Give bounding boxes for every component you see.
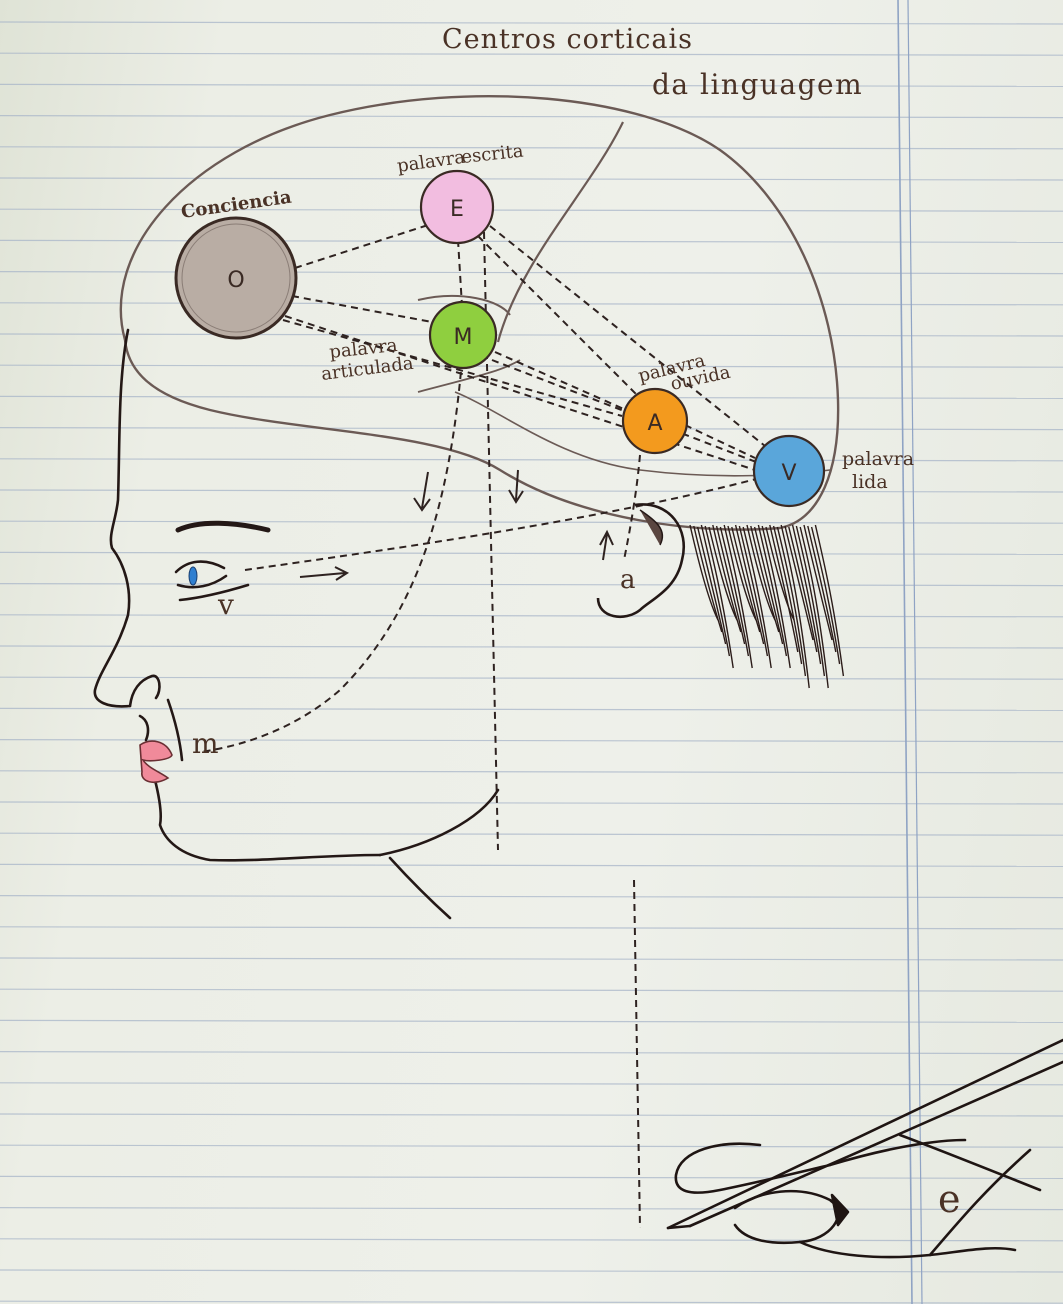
pathway-hand-vertical — [634, 880, 640, 1228]
ruled-line — [0, 209, 1063, 211]
lips — [140, 741, 172, 782]
center-v-caption-l1: palavra — [842, 448, 914, 470]
hair-strand — [815, 525, 843, 676]
center-m-letter: M — [454, 325, 473, 350]
ruled-line — [0, 428, 1063, 430]
label-eye-v: v — [217, 588, 234, 621]
hair-strands — [690, 525, 843, 688]
neck-line — [390, 858, 450, 918]
label-mouth-m: m — [192, 727, 219, 760]
nose-outline — [130, 676, 159, 706]
ruled-line — [0, 147, 1063, 149]
pathway-o-e — [295, 225, 428, 268]
ruled-line — [0, 958, 1063, 960]
ruled-line — [0, 833, 1063, 835]
ruled-line — [0, 989, 1063, 991]
eye-outline-lower — [178, 576, 226, 587]
pathway-e-a — [478, 236, 638, 396]
direction-arrows — [300, 470, 613, 580]
ruled-line — [0, 864, 1063, 866]
eye-outline-upper — [176, 562, 224, 572]
ruled-line — [0, 365, 1063, 367]
iris — [189, 567, 197, 585]
ruled-line — [0, 334, 1063, 336]
ruled-line — [0, 116, 1063, 118]
ruled-line — [0, 1208, 1063, 1210]
ruled-line — [0, 84, 1063, 86]
ruled-line — [0, 1052, 1063, 1054]
arrow-up-ear — [600, 532, 613, 560]
center-articulada: M — [430, 302, 496, 368]
arrow-down-2 — [509, 470, 523, 502]
ruled-line — [0, 677, 1063, 679]
face-profile — [95, 330, 498, 918]
ruled-line — [0, 1239, 1063, 1241]
upper-lip-to-chin — [140, 716, 380, 860]
pen — [668, 1040, 1063, 1228]
ruled-line — [0, 615, 1063, 617]
ruled-line — [0, 1270, 1063, 1272]
pathway-o-m — [292, 296, 432, 322]
center-o-letter: O — [227, 268, 244, 293]
thumb — [735, 1191, 838, 1243]
ruled-line — [0, 1176, 1063, 1178]
arrow-right-eye — [300, 567, 347, 580]
ear-inner — [640, 510, 662, 545]
center-conciencia: O — [176, 218, 296, 338]
center-lida: V — [754, 436, 824, 506]
ruled-line — [0, 240, 1063, 242]
diagram-title-line1: Centros corticais — [442, 24, 693, 55]
ruled-line — [0, 178, 1063, 180]
pathway-m-a — [495, 352, 626, 410]
center-escrita: E — [421, 171, 493, 243]
center-a-letter: A — [647, 411, 662, 436]
center-e-caption-l2: escrita — [460, 141, 524, 168]
ruled-line — [0, 396, 1063, 398]
ruled-line — [0, 646, 1063, 648]
forehead-outline — [95, 330, 130, 706]
diagram-title-line2: da linguagem — [652, 68, 863, 101]
eyebrow — [178, 523, 268, 530]
ruled-line — [0, 896, 1063, 898]
ruled-line — [0, 1083, 1063, 1085]
label-ear-a: a — [620, 565, 636, 595]
ruled-line — [0, 303, 1063, 305]
knuckle-shadow — [832, 1195, 848, 1225]
pathway-m-mouth — [200, 360, 462, 752]
center-v-caption-l2: lida — [852, 471, 888, 493]
center-v-letter: V — [781, 461, 796, 486]
label-hand-e: e — [938, 1177, 961, 1221]
ruled-line — [0, 272, 1063, 274]
ruled-line — [0, 1020, 1063, 1022]
ruled-line — [0, 1301, 1063, 1303]
jaw-line — [380, 790, 498, 855]
center-ouvida: A — [623, 389, 687, 453]
center-e-letter: E — [450, 197, 464, 222]
ruled-line — [0, 708, 1063, 710]
ruled-line — [0, 740, 1063, 742]
index-finger — [676, 1144, 830, 1193]
writing-hand — [668, 1040, 1063, 1257]
ruled-line — [0, 927, 1063, 929]
